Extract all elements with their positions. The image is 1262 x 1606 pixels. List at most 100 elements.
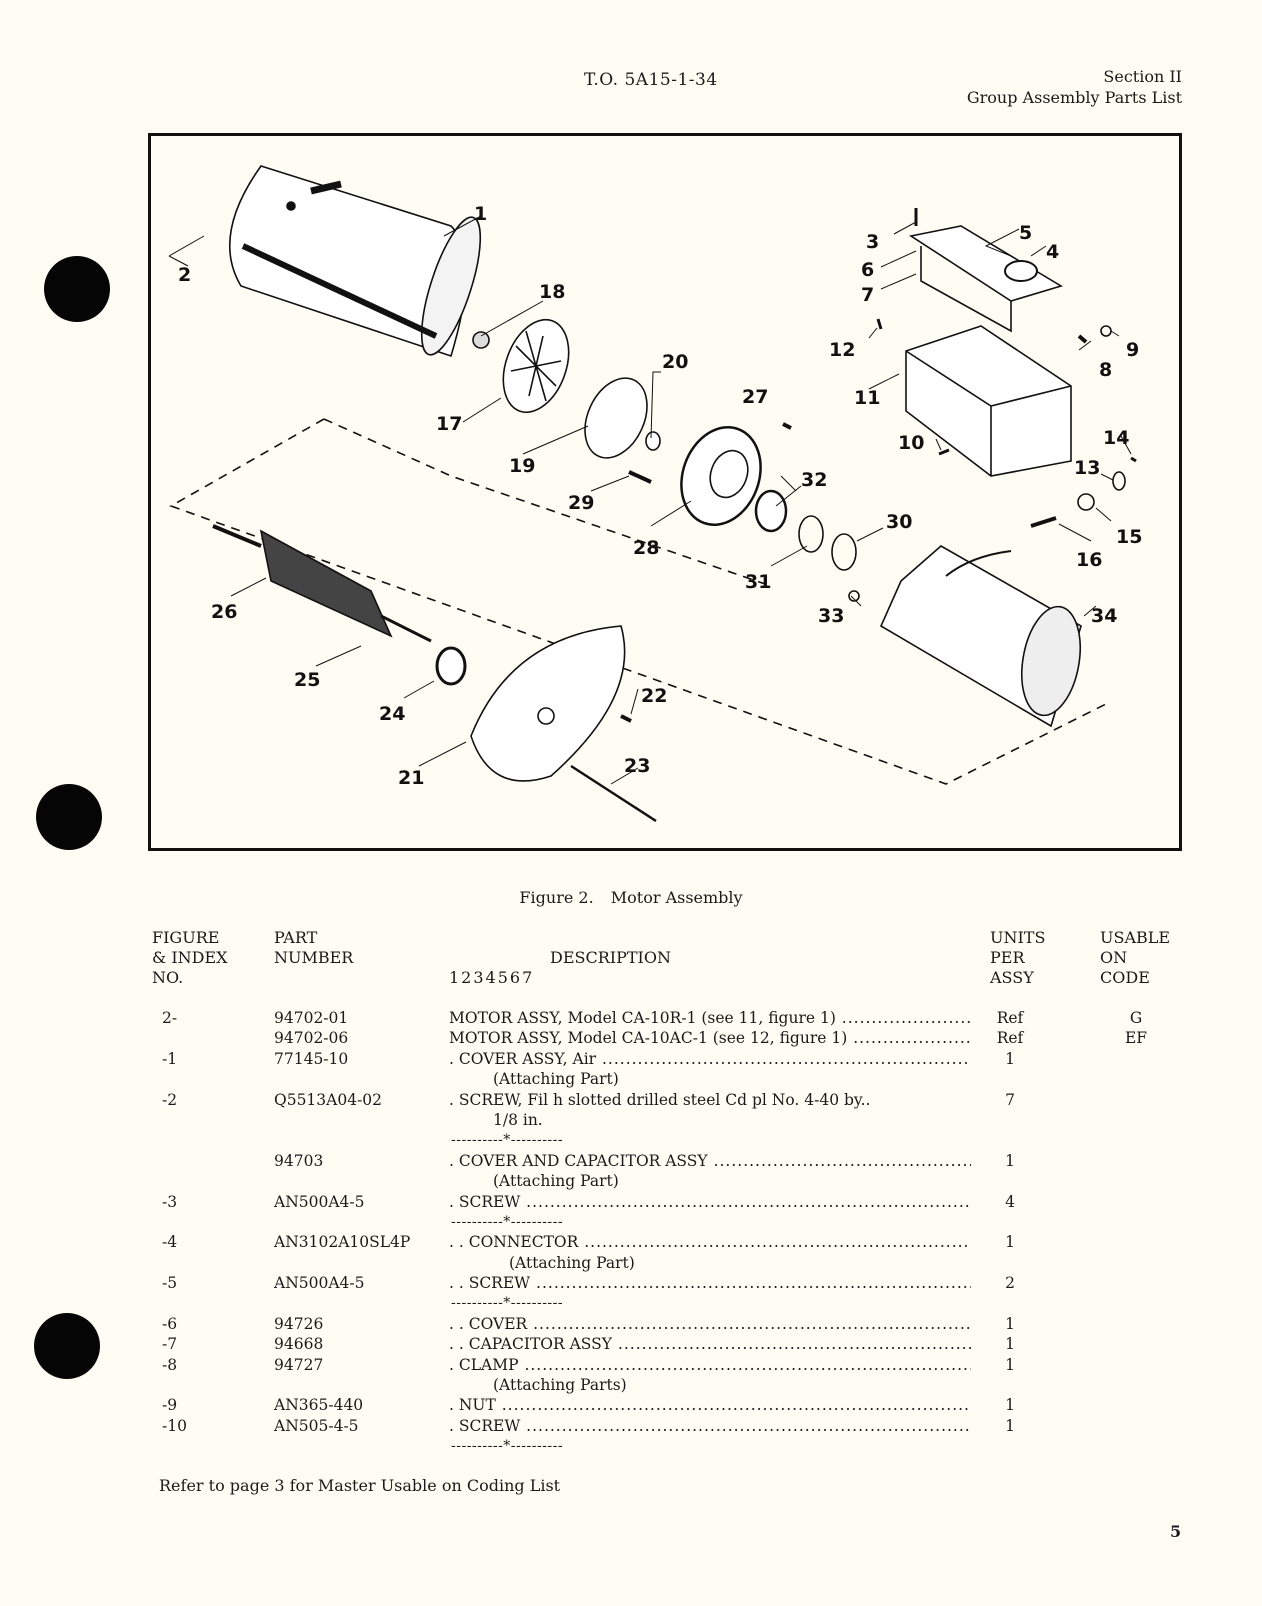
- washer-icon: [798, 515, 824, 553]
- callout-34: 34: [1091, 605, 1117, 627]
- description: (Attaching Part): [493, 1070, 619, 1089]
- page-number: 5: [1170, 1522, 1182, 1541]
- screw-icon: [620, 714, 632, 723]
- bearing-ring-icon: [435, 646, 467, 686]
- screw-icon: [1030, 516, 1057, 528]
- binder-hole: [36, 784, 102, 850]
- part-number: AN505-4-5: [274, 1416, 359, 1435]
- armature-icon: [259, 529, 432, 643]
- bearing-icon: [754, 489, 788, 533]
- table-row-note: 1/8 in.: [0, 1110, 1262, 1130]
- callout-32: 32: [801, 469, 827, 491]
- figure-index: -4: [162, 1233, 178, 1252]
- separator-text: ----------*----------: [451, 1438, 564, 1455]
- connector-icon: [1004, 260, 1038, 282]
- figure-index: -1: [162, 1049, 178, 1068]
- description: (Attaching Part): [493, 1172, 619, 1191]
- table-row-note: (Attaching Part): [0, 1253, 1262, 1273]
- part-number: 77145-10: [274, 1049, 349, 1068]
- separator-text: ----------*----------: [451, 1213, 564, 1230]
- callout-2: 2: [178, 264, 191, 286]
- end-bell-icon: [680, 426, 762, 526]
- figure-index: -6: [162, 1314, 178, 1333]
- callout-19: 19: [509, 455, 535, 477]
- table-row-note: (Attaching Part): [0, 1171, 1262, 1191]
- figure-index: -2: [162, 1090, 178, 1109]
- terminal-box-icon: [905, 325, 1072, 477]
- fan-icon: [502, 318, 570, 414]
- callout-30: 30: [886, 511, 912, 533]
- dashed-group-outline: [169, 418, 1107, 785]
- part-number: AN365-440: [274, 1396, 364, 1415]
- section-label: Section II: [1103, 67, 1182, 86]
- separator-text: ----------*----------: [451, 1132, 564, 1149]
- figure-number: Figure 2.: [519, 888, 594, 907]
- part-number: 94702-01: [274, 1009, 349, 1027]
- part-number: AN3102A10SL4P: [274, 1233, 411, 1252]
- description: . . SCREW: [449, 1273, 971, 1293]
- part-number: 94726: [274, 1314, 324, 1333]
- callout-11: 11: [854, 387, 880, 409]
- part-number: AN500A4-5: [274, 1274, 365, 1293]
- description: . . CONNECTOR: [449, 1232, 971, 1252]
- description: 1/8 in.: [493, 1110, 543, 1129]
- cover-plate-icon: [908, 225, 1063, 333]
- bushing-icon: [1077, 493, 1095, 511]
- description: (Attaching Part): [509, 1253, 635, 1272]
- figure-index: -9: [162, 1396, 178, 1415]
- exploded-view-figure: 1 2 3 4 5 6 7 8 9 10 11 12 13 14 15 16 1…: [148, 133, 1182, 851]
- screw-icon: [628, 470, 652, 484]
- through-bolt-icon: [570, 764, 657, 823]
- callout-8: 8: [1099, 359, 1112, 381]
- callout-3: 3: [866, 231, 879, 253]
- figure-index: -7: [162, 1335, 178, 1354]
- shaft-icon: [212, 524, 262, 548]
- attaching-parts-separator: ----------*----------: [0, 1130, 1262, 1150]
- screw-icon: [876, 318, 883, 330]
- air-cover-icon: [229, 165, 482, 358]
- description: . CLAMP: [449, 1355, 971, 1375]
- end-plate-icon: [470, 625, 626, 782]
- figure-index: -3: [162, 1192, 178, 1211]
- callout-16: 16: [1076, 549, 1102, 571]
- callout-9: 9: [1126, 339, 1139, 361]
- callout-7: 7: [861, 284, 874, 306]
- clamp-icon: [1077, 334, 1088, 344]
- header-description: DESCRIPTION: [550, 948, 671, 967]
- binder-hole: [34, 1313, 100, 1379]
- callout-18: 18: [539, 281, 565, 303]
- callout-20: 20: [662, 351, 688, 373]
- screw-icon: [1130, 456, 1137, 463]
- description: . SCREW: [449, 1192, 971, 1212]
- description: . SCREW, Fil h slotted drilled steel Cd …: [449, 1090, 871, 1109]
- callout-14: 14: [1103, 427, 1129, 449]
- callout-23: 23: [624, 755, 650, 777]
- part-number: 94727: [274, 1355, 324, 1374]
- field-housing-icon: [879, 545, 1082, 728]
- figure-index: 2-: [162, 1009, 178, 1027]
- callout-15: 15: [1116, 526, 1142, 548]
- callout-1: 1: [474, 203, 487, 225]
- coding-list-note: Refer to page 3 for Master Usable on Cod…: [159, 1476, 561, 1495]
- description: . COVER ASSY, Air: [449, 1049, 971, 1069]
- callout-33: 33: [818, 605, 844, 627]
- callout-29: 29: [568, 492, 594, 514]
- description: . SCREW: [449, 1416, 971, 1436]
- callout-27: 27: [742, 386, 768, 408]
- motor-assembly-drawing: 1 2 3 4 5 6 7 8 9 10 11 12 13 14 15 16 1…: [168, 165, 1142, 823]
- callout-22: 22: [641, 685, 667, 707]
- part-number: 94702-06: [274, 1029, 349, 1048]
- callout-13: 13: [1074, 457, 1100, 479]
- description: (Attaching Parts): [493, 1376, 627, 1395]
